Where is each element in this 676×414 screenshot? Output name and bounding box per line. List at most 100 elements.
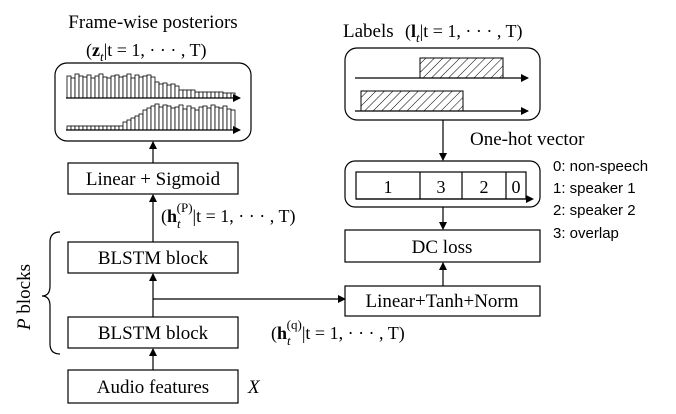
label-segment-speaker-1	[419, 57, 504, 79]
posterior-bar	[82, 76, 88, 99]
posterior-bar	[210, 104, 216, 131]
posterior-bar	[134, 115, 140, 131]
posterior-bar	[146, 107, 152, 131]
posterior-bar	[146, 74, 152, 99]
posterior-bar	[90, 77, 96, 99]
category-legend: 0: non-speech 1: speaker 1 2: speaker 2 …	[553, 158, 648, 242]
posterior-bar	[138, 113, 144, 131]
posterior-bar	[150, 105, 156, 131]
posterior-bar	[170, 107, 176, 131]
blstm-top-label: BLSTM block	[98, 248, 209, 269]
audio-features-block: Audio features	[67, 369, 239, 404]
posterior-bar	[194, 109, 200, 131]
posterior-bar	[202, 91, 208, 99]
posterior-bar	[178, 104, 184, 131]
posterior-bar	[118, 76, 124, 99]
posterior-bar	[174, 106, 180, 131]
audio-features-label: Audio features	[97, 377, 209, 398]
dc-loss-label: DC loss	[412, 237, 473, 258]
posterior-bar	[158, 106, 164, 131]
posterior-bar	[186, 89, 192, 99]
posterior-bar	[66, 75, 72, 99]
posterior-bar	[214, 91, 220, 99]
posterior-bar	[106, 77, 112, 99]
labels-title: Labels	[343, 21, 394, 42]
legend-item-3: 3: overlap	[553, 225, 619, 242]
blstm-bottom-label: BLSTM block	[98, 323, 209, 344]
legend-item-1: 1: speaker 1	[553, 180, 636, 197]
p-blocks-label: P blocks	[14, 264, 35, 331]
posterior-bar	[230, 109, 236, 131]
z-math-label: (zt|t = 1, · · · , T)	[86, 40, 207, 64]
linear-tanh-norm-label: Linear+Tanh+Norm	[365, 291, 518, 312]
posterior-bar	[134, 74, 140, 99]
posterior-bar	[182, 89, 188, 99]
posterior-bar	[214, 106, 220, 131]
posterior-bar	[122, 121, 128, 131]
posterior-bar	[166, 105, 172, 131]
posterior-bar	[226, 92, 232, 99]
hq-math-label: (ht(q)|t = 1, · · · , T)	[271, 317, 405, 348]
dc-loss-block: DC loss	[344, 229, 541, 263]
posterior-bar	[142, 75, 148, 99]
posterior-bar	[182, 108, 188, 131]
posterior-bar	[222, 92, 228, 99]
label-segment-speaker-2	[360, 90, 464, 112]
labels-panel	[344, 47, 541, 121]
posterior-bar	[74, 73, 80, 99]
posterior-bar	[126, 119, 132, 131]
legend-item-0: 0: non-speech	[553, 158, 648, 175]
posterior-bar	[194, 91, 200, 99]
posterior-bar	[222, 105, 228, 131]
posterior-bar	[130, 117, 136, 131]
posterior-bar	[202, 105, 208, 131]
posterior-bar	[218, 91, 224, 99]
linear-tanh-norm-block: Linear+Tanh+Norm	[344, 285, 541, 317]
one-hot-cell-4: 0	[512, 177, 521, 197]
posterior-bar	[94, 75, 100, 99]
posterior-bar	[102, 76, 108, 99]
posterior-bar	[70, 77, 76, 99]
posterior-bar	[162, 82, 168, 99]
posterior-bar	[130, 77, 136, 99]
posterior-bar	[166, 84, 172, 99]
posterior-bar	[198, 91, 204, 99]
posterior-bar	[174, 85, 180, 99]
posterior-bar	[86, 74, 92, 99]
posterior-bar	[206, 107, 212, 131]
posterior-bar	[126, 73, 132, 99]
one-hot-title: One-hot vector	[470, 129, 585, 150]
one-hot-cell-1: 1	[384, 177, 393, 197]
posterior-bar	[186, 105, 192, 131]
posterior-bar	[230, 92, 236, 99]
one-hot-panel: 1 3 2 0	[344, 160, 541, 208]
p-blocks-brace	[41, 231, 61, 355]
posterior-bar	[210, 91, 216, 99]
posterior-bar	[114, 74, 120, 99]
legend-item-2: 2: speaker 2	[553, 202, 636, 219]
posterior-bar	[142, 109, 148, 131]
input-symbol-x: X	[247, 377, 261, 398]
posterior-bar	[154, 81, 160, 99]
posterior-bar	[78, 75, 84, 99]
frame-posteriors-title: Frame-wise posteriors	[68, 12, 237, 33]
posterior-bar	[190, 107, 196, 131]
posterior-bar	[110, 75, 116, 99]
one-hot-cell-2: 3	[437, 177, 446, 197]
posterior-bar	[190, 89, 196, 99]
hp-math-label: (ht(P)|t = 1, · · · , T)	[161, 200, 295, 231]
l-math-label: (lt|t = 1, · · · , T)	[405, 21, 523, 45]
posterior-bar	[226, 108, 232, 131]
posterior-bar	[138, 76, 144, 99]
posterior-bar	[170, 83, 176, 99]
posterior-bar	[158, 83, 164, 99]
posterior-bar	[198, 106, 204, 131]
posterior-bar	[150, 76, 156, 99]
posterior-bar	[98, 73, 104, 99]
linear-sigmoid-label: Linear + Sigmoid	[86, 169, 221, 190]
posterior-bar	[154, 103, 160, 131]
posteriors-panel	[54, 62, 252, 142]
blstm-block-bottom: BLSTM block	[67, 316, 239, 349]
blstm-block-top: BLSTM block	[67, 241, 239, 274]
